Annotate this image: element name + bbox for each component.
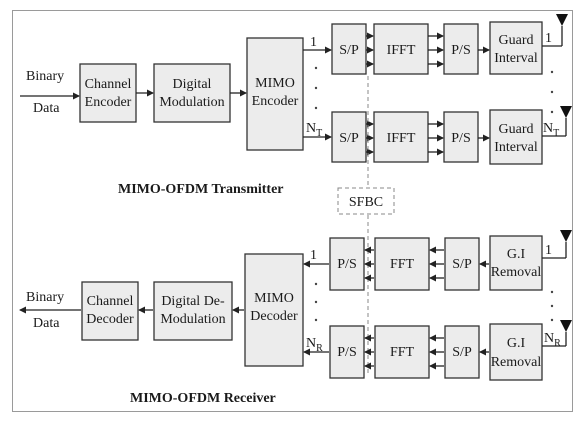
rx-branch-first-label: 1 (310, 248, 317, 263)
rx-branch-ellipsis-dot (314, 300, 318, 304)
mimo-decoder-label-1: MIMO (254, 291, 294, 306)
digital-demodulation-block (153, 281, 233, 341)
rx-gi-block-top (489, 235, 543, 291)
mimo-encoder-block (246, 37, 304, 151)
tx-ps-block-top (443, 23, 479, 75)
tx-ifft-block-top (373, 23, 429, 75)
rx-fft-label-bottom: FFT (390, 345, 415, 360)
rx-antenna-icon-top (560, 230, 572, 242)
digital-demodulation-label-2: Modulation (160, 312, 225, 327)
rx-branch-ellipsis-dot (314, 318, 318, 322)
rx-ps-label-bottom: P/S (337, 345, 356, 360)
channel-encoder-block (79, 63, 137, 123)
rx-output-label-2: Data (33, 316, 60, 331)
mimo-encoder-label-2: Encoder (252, 94, 299, 109)
rx-branch-ellipsis-dot (314, 282, 318, 286)
rx-gi-label-bottom-1: G.I (507, 336, 526, 351)
tx-sp-label-bottom: S/P (339, 131, 359, 146)
rx-sp-label-bottom: S/P (452, 345, 472, 360)
digital-modulation-block (153, 63, 231, 123)
tx-antenna-ellipsis-dot (550, 70, 554, 74)
rx-ps-label-top: P/S (337, 257, 356, 272)
tx-branch-ellipsis-dot (314, 86, 318, 90)
tx-ps-label-bottom: P/S (451, 131, 470, 146)
tx-ps-block-bottom (443, 111, 479, 163)
tx-guard-label-bottom-1: Guard (499, 122, 534, 137)
rx-antenna-icon-bottom (560, 320, 572, 332)
rx-antenna-ellipsis-dot (550, 304, 554, 308)
tx-branch-ellipsis-dot (314, 106, 318, 110)
sfbc-label: SFBC (349, 195, 383, 210)
rx-antenna-ellipsis-dot (550, 318, 554, 322)
rx-sp-label-top: S/P (452, 257, 472, 272)
sfbc-box (337, 187, 395, 215)
digital-demodulation-label-1: Digital De- (161, 294, 225, 309)
channel-encoder-label-1: Channel (85, 77, 132, 92)
rx-antenna-first-label: 1 (545, 243, 552, 258)
transmitter-caption: MIMO-OFDM Transmitter (118, 182, 284, 197)
tx-antenna-ellipsis-dot (550, 110, 554, 114)
channel-decoder-label-1: Channel (87, 294, 134, 309)
rx-output-label-1: Binary (26, 290, 64, 305)
rx-antenna-last-label: NR (544, 331, 561, 349)
tx-antenna-icon-bottom (560, 106, 572, 118)
tx-ps-label-top: P/S (451, 43, 470, 58)
digital-modulation-label-1: Digital (173, 77, 212, 92)
rx-gi-label-bottom-2: Removal (491, 355, 542, 370)
tx-antenna-ellipsis-dot (550, 90, 554, 94)
tx-ifft-label-bottom: IFFT (387, 131, 416, 146)
tx-guard-label-top-2: Interval (494, 51, 538, 66)
rx-sp-block-bottom (444, 325, 480, 379)
mimo-encoder-label-1: MIMO (255, 76, 295, 91)
rx-fft-block-bottom (374, 325, 430, 379)
tx-sp-block-top (331, 23, 367, 75)
tx-branch-first-label: 1 (310, 35, 317, 50)
tx-input-label-2: Data (33, 101, 60, 116)
rx-ps-block-top (329, 237, 365, 291)
channel-decoder-block (81, 281, 139, 341)
tx-sp-label-top: S/P (339, 43, 359, 58)
tx-guard-label-top-1: Guard (499, 33, 534, 48)
tx-guard-block-top (489, 21, 543, 75)
mimo-decoder-label-2: Decoder (250, 309, 298, 324)
digital-modulation-label-2: Modulation (159, 95, 224, 110)
tx-input-label-1: Binary (26, 69, 64, 84)
rx-fft-block-top (374, 237, 430, 291)
tx-antenna-first-label: 1 (545, 31, 552, 46)
rx-gi-block-bottom (489, 323, 543, 381)
mimo-decoder-block (244, 253, 304, 367)
rx-sp-block-top (444, 237, 480, 291)
rx-gi-label-top-2: Removal (491, 265, 542, 280)
tx-guard-block-bottom (489, 109, 543, 165)
tx-sp-block-bottom (331, 111, 367, 163)
tx-ifft-label-top: IFFT (387, 43, 416, 58)
tx-antenna-last-label: NT (543, 121, 559, 139)
tx-branch-ellipsis-dot (314, 66, 318, 70)
tx-guard-label-bottom-2: Interval (494, 140, 538, 155)
rx-fft-label-top: FFT (390, 257, 415, 272)
tx-ifft-block-bottom (373, 111, 429, 163)
rx-antenna-ellipsis-dot (550, 290, 554, 294)
rx-gi-label-top-1: G.I (507, 247, 526, 262)
channel-decoder-label-2: Decoder (86, 312, 134, 327)
rx-ps-block-bottom (329, 325, 365, 379)
tx-antenna-icon-top (556, 14, 568, 26)
tx-branch-last-label: NT (306, 121, 322, 139)
rx-branch-last-label: NR (306, 336, 323, 354)
receiver-caption: MIMO-OFDM Receiver (130, 391, 276, 406)
channel-encoder-label-2: Encoder (85, 95, 132, 110)
